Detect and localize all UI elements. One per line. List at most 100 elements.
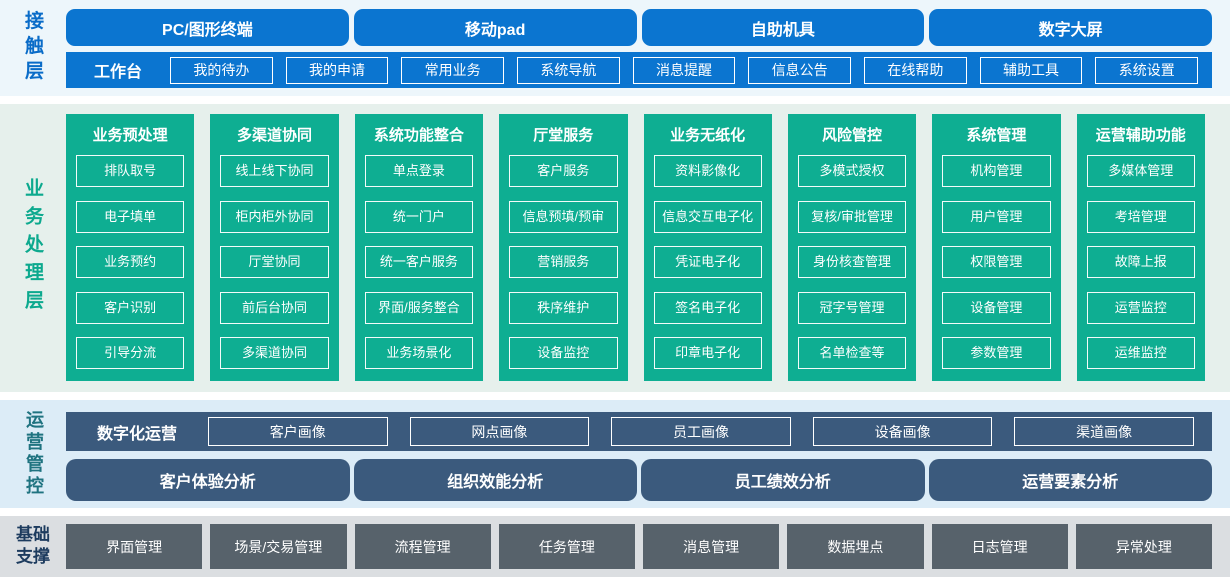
- analysis-button[interactable]: 运营要素分析: [928, 459, 1212, 501]
- analysis-button[interactable]: 员工绩效分析: [641, 459, 925, 501]
- process-item[interactable]: 引导分流: [76, 337, 185, 369]
- process-item[interactable]: 名单检查等: [797, 337, 907, 369]
- process-item[interactable]: 排队取号: [76, 155, 185, 187]
- process-column-items: 多模式授权 复核/审批管理 身份核查管理 冠字号管理 名单检查等: [797, 153, 907, 369]
- workbench-item[interactable]: 系统设置: [1095, 56, 1199, 84]
- workbench-item[interactable]: 辅助工具: [979, 56, 1083, 84]
- portrait-item[interactable]: 渠道画像: [1014, 417, 1194, 446]
- process-column-items: 资料影像化 信息交互电子化 凭证电子化 签名电子化 印章电子化: [653, 153, 762, 369]
- terminal-button[interactable]: PC/图形终端: [66, 9, 349, 46]
- process-item[interactable]: 参数管理: [942, 337, 1051, 369]
- process-item[interactable]: 机构管理: [942, 155, 1051, 187]
- workbench-item[interactable]: 在线帮助: [864, 56, 967, 84]
- process-item[interactable]: 业务场景化: [364, 337, 474, 369]
- terminal-row: PC/图形终端 移动pad 自助机具 数字大屏: [66, 9, 1212, 46]
- portrait-item[interactable]: 客户画像: [208, 417, 388, 446]
- process-item[interactable]: 信息交互电子化: [653, 200, 762, 233]
- process-column-title: 业务无纸化: [670, 127, 746, 144]
- base-item-button[interactable]: 异常处理: [1075, 524, 1212, 569]
- process-item[interactable]: 签名电子化: [653, 291, 762, 324]
- terminal-button[interactable]: 数字大屏: [929, 9, 1212, 46]
- base-layer-band: 基础支撑 界面管理 场景/交易管理 流程管理 任务管理 消息管理 数据埋点 日志…: [0, 516, 1230, 577]
- ops-layer-label: 运营管控: [24, 410, 44, 498]
- process-item[interactable]: 统一门户: [364, 200, 474, 233]
- analysis-button[interactable]: 客户体验分析: [66, 459, 350, 501]
- process-item[interactable]: 厅堂协同: [220, 246, 329, 278]
- base-item-button[interactable]: 任务管理: [498, 524, 635, 569]
- process-column-title: 多渠道协同: [237, 127, 313, 144]
- workbench-item[interactable]: 我的申请: [285, 56, 389, 84]
- analysis-row: 客户体验分析 组织效能分析 员工绩效分析 运营要素分析: [66, 459, 1212, 501]
- portrait-items: 客户画像 网点画像 员工画像 设备画像 渠道画像: [208, 417, 1194, 446]
- process-column-items: 客户服务 信息预填/预审 营销服务 秩序维护 设备监控: [509, 153, 618, 369]
- portrait-item[interactable]: 网点画像: [409, 417, 590, 446]
- workbench-item[interactable]: 信息公告: [748, 56, 852, 84]
- process-item[interactable]: 多渠道协同: [220, 337, 329, 369]
- process-item[interactable]: 权限管理: [942, 246, 1051, 278]
- process-column-title: 风险管控: [822, 127, 883, 144]
- process-item[interactable]: 信息预填/预审: [509, 200, 618, 233]
- process-item[interactable]: 线上线下协同: [220, 155, 329, 187]
- process-layer-label: 业务处理层: [22, 178, 43, 318]
- workbench-label: 工作台: [93, 64, 142, 81]
- process-item[interactable]: 设备管理: [942, 291, 1051, 324]
- process-column: 风险管控 多模式授权 复核/审批管理 身份核查管理 冠字号管理 名单检查等: [787, 114, 917, 381]
- process-item[interactable]: 凭证电子化: [653, 246, 762, 278]
- digital-ops-bar: 数字化运营 客户画像 网点画像 员工画像 设备画像 渠道画像: [66, 412, 1212, 451]
- workbench-item[interactable]: 我的待办: [170, 56, 273, 84]
- process-item[interactable]: 印章电子化: [653, 337, 762, 369]
- process-item[interactable]: 营销服务: [509, 246, 618, 278]
- process-item[interactable]: 多媒体管理: [1086, 155, 1195, 187]
- process-columns: 业务预处理 排队取号 电子填单 业务预约 客户识别 引导分流 多渠道协同 线上线…: [66, 114, 1205, 381]
- process-item[interactable]: 客户识别: [76, 291, 185, 324]
- process-item[interactable]: 身份核查管理: [797, 246, 907, 278]
- process-column: 多渠道协同 线上线下协同 柜内柜外协同 厅堂协同 前后台协同 多渠道协同: [210, 114, 339, 381]
- analysis-button[interactable]: 组织效能分析: [353, 459, 637, 501]
- portrait-item[interactable]: 员工画像: [611, 417, 791, 446]
- process-column-items: 机构管理 用户管理 权限管理 设备管理 参数管理: [942, 153, 1051, 369]
- process-item[interactable]: 客户服务: [509, 155, 618, 187]
- process-column: 业务预处理 排队取号 电子填单 业务预约 客户识别 引导分流: [66, 114, 195, 381]
- workbench-item[interactable]: 常用业务: [401, 56, 505, 84]
- base-item-button[interactable]: 场景/交易管理: [210, 524, 347, 569]
- process-item[interactable]: 电子填单: [76, 200, 185, 233]
- process-column: 厅堂服务 客户服务 信息预填/预审 营销服务 秩序维护 设备监控: [499, 114, 628, 381]
- process-item[interactable]: 故障上报: [1086, 246, 1195, 278]
- process-column-title: 系统功能整合: [373, 127, 464, 144]
- process-item[interactable]: 统一客户服务: [364, 246, 474, 278]
- ops-layer-band: 运营管控 数字化运营 客户画像 网点画像 员工画像 设备画像 渠道画像 客户体验…: [0, 400, 1230, 508]
- base-item-button[interactable]: 数据埋点: [787, 524, 924, 569]
- terminal-button[interactable]: 自助机具: [641, 9, 925, 46]
- base-item-button[interactable]: 界面管理: [66, 524, 203, 569]
- process-item[interactable]: 秩序维护: [509, 291, 618, 324]
- process-item[interactable]: 复核/审批管理: [797, 200, 907, 233]
- workbench-item[interactable]: 系统导航: [517, 56, 620, 84]
- base-item-button[interactable]: 日志管理: [931, 524, 1068, 569]
- process-item[interactable]: 考培管理: [1086, 200, 1195, 233]
- process-item[interactable]: 运维监控: [1086, 337, 1195, 369]
- base-item-button[interactable]: 流程管理: [354, 524, 491, 569]
- portrait-item[interactable]: 设备画像: [812, 417, 993, 446]
- process-item[interactable]: 用户管理: [942, 200, 1051, 233]
- base-item-button[interactable]: 消息管理: [643, 524, 780, 569]
- process-item[interactable]: 冠字号管理: [797, 291, 907, 324]
- process-layer-band: 业务处理层 业务预处理 排队取号 电子填单 业务预约 客户识别 引导分流 多渠道…: [0, 104, 1230, 392]
- process-item[interactable]: 资料影像化: [653, 155, 762, 187]
- digital-ops-label: 数字化运营: [96, 425, 177, 443]
- process-item[interactable]: 单点登录: [364, 155, 474, 187]
- process-item[interactable]: 界面/服务整合: [364, 291, 474, 324]
- process-item[interactable]: 设备监控: [509, 337, 618, 369]
- process-item[interactable]: 前后台协同: [220, 291, 329, 324]
- process-item[interactable]: 柜内柜外协同: [220, 200, 329, 233]
- process-column: 业务无纸化 资料影像化 信息交互电子化 凭证电子化 签名电子化 印章电子化: [643, 114, 772, 381]
- base-row: 界面管理 场景/交易管理 流程管理 任务管理 消息管理 数据埋点 日志管理 异常…: [66, 524, 1212, 569]
- process-item[interactable]: 业务预约: [76, 246, 185, 278]
- process-item[interactable]: 运营监控: [1086, 291, 1195, 324]
- process-column-title: 业务预处理: [92, 127, 168, 144]
- process-column-title: 系统管理: [966, 127, 1027, 144]
- process-item[interactable]: 多模式授权: [797, 155, 907, 187]
- workbench-item[interactable]: 消息提醒: [632, 56, 736, 84]
- terminal-button[interactable]: 移动pad: [353, 9, 637, 46]
- workbench-items: 我的待办 我的申请 常用业务 系统导航 消息提醒 信息公告 在线帮助 辅助工具 …: [170, 56, 1199, 84]
